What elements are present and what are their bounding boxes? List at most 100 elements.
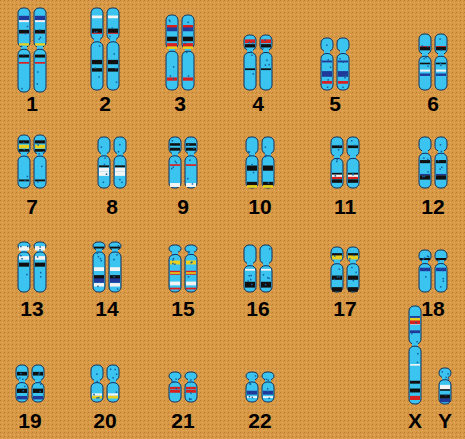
chromosome-band: [186, 148, 196, 151]
chromosome-band: [108, 29, 118, 32]
chromosome: [435, 137, 447, 188]
chromosome-band: [94, 278, 104, 282]
chromosome-number: 11: [334, 196, 356, 218]
chromosome-number: Y: [438, 410, 452, 432]
chromosome: [331, 247, 343, 292]
chromosome-band: [186, 390, 196, 393]
chromosome: [435, 250, 447, 292]
chromosome-band: [115, 168, 125, 172]
chromosome-band: [99, 171, 109, 175]
chromosome-band: [108, 16, 118, 19]
chromosome-band: [245, 68, 255, 70]
chromosome-band: [183, 37, 193, 39]
chromosome-band: [110, 247, 120, 249]
chromosome-band: [245, 39, 255, 43]
chromosome-band: [420, 160, 430, 163]
chromosome-band: [35, 16, 45, 20]
chromosome-band: [35, 149, 45, 152]
chromosome-band: [332, 179, 342, 183]
chromosome-band: [94, 283, 104, 286]
chromosome-band: [263, 168, 273, 171]
chromosome-band: [19, 140, 29, 143]
chromosome: [109, 242, 121, 292]
chromosome-band: [440, 395, 450, 399]
chromosome-number: 22: [248, 410, 271, 432]
chromosome-band: [338, 61, 348, 63]
chromosome: [18, 135, 30, 188]
chromosome: [321, 38, 333, 90]
chromosome-band: [245, 284, 255, 287]
chromosome-band: [332, 255, 342, 259]
chromosome-band: [94, 247, 104, 249]
chromosome: [169, 245, 181, 292]
chromosome: [185, 372, 197, 402]
chromosome-band: [170, 271, 180, 275]
chromosome: [166, 15, 178, 90]
chromosome-number: 14: [95, 298, 118, 320]
chromosome-band: [436, 175, 446, 179]
chromosome-band: [115, 165, 125, 167]
chromosome-number: 10: [248, 196, 271, 218]
chromosome-band: [322, 73, 332, 77]
chromosome-band: [17, 372, 27, 376]
chromosome-band: [410, 330, 420, 333]
chromosome-band: [186, 183, 196, 187]
chromosome-band: [420, 175, 430, 179]
chromosome-band: [186, 271, 196, 275]
chromosome: [91, 365, 103, 402]
chromosome-band: [183, 27, 193, 31]
chromosome: [419, 34, 431, 90]
chromosome-band: [19, 246, 29, 250]
chromosome: [419, 137, 431, 188]
chromosome: [244, 245, 256, 292]
chromosome-band: [170, 183, 180, 187]
chromosome-band: [186, 164, 196, 166]
chromosome-band: [92, 68, 102, 71]
chromosome-band: [19, 62, 29, 64]
chromosome-number: 8: [106, 196, 118, 218]
chromosome: [107, 365, 119, 402]
chromosome-band: [263, 182, 273, 185]
chromosome-band: [167, 77, 177, 80]
chromosome: [34, 135, 46, 188]
chromosome-band: [170, 288, 180, 290]
chromosome-band: [440, 385, 450, 389]
chromosome-band: [247, 182, 257, 185]
chromosome-band: [420, 258, 430, 260]
chromosome: [246, 137, 258, 188]
chromosome: [34, 242, 46, 292]
chromosome: [435, 34, 447, 90]
chromosome-band: [348, 276, 358, 280]
chromosome-band: [440, 398, 450, 402]
chromosome-band: [110, 278, 120, 282]
chromosome-band: [108, 396, 118, 399]
chromosome-band: [92, 393, 102, 395]
chromosome: [93, 242, 105, 292]
chromosome-number: 15: [171, 298, 194, 320]
chromosome-band: [92, 16, 102, 19]
chromosome-band: [108, 60, 118, 64]
chromosome: [34, 8, 46, 92]
chromosome-number: 19: [18, 410, 41, 432]
chromosome: [18, 8, 30, 92]
chromosome-band: [183, 37, 193, 41]
chromosome-band: [94, 267, 104, 271]
chromosome-band: [183, 77, 193, 80]
chromosome-band: [35, 55, 45, 58]
chromosome: [169, 372, 181, 402]
chromosome-number: 5: [329, 93, 341, 115]
chromosome-band: [410, 364, 420, 366]
chromosome-band: [170, 387, 180, 389]
chromosome-band: [436, 160, 446, 163]
chromosome-band: [170, 164, 180, 166]
chromosome-band: [420, 74, 430, 76]
chromosome-number: 6: [427, 93, 439, 115]
chromosome-band: [167, 43, 177, 46]
chromosome-band: [186, 272, 196, 274]
chromosome-band: [167, 27, 177, 31]
chromosome-number: 21: [171, 410, 194, 432]
chromosome-band: [420, 268, 430, 271]
chromosome-number: 12: [421, 196, 444, 218]
